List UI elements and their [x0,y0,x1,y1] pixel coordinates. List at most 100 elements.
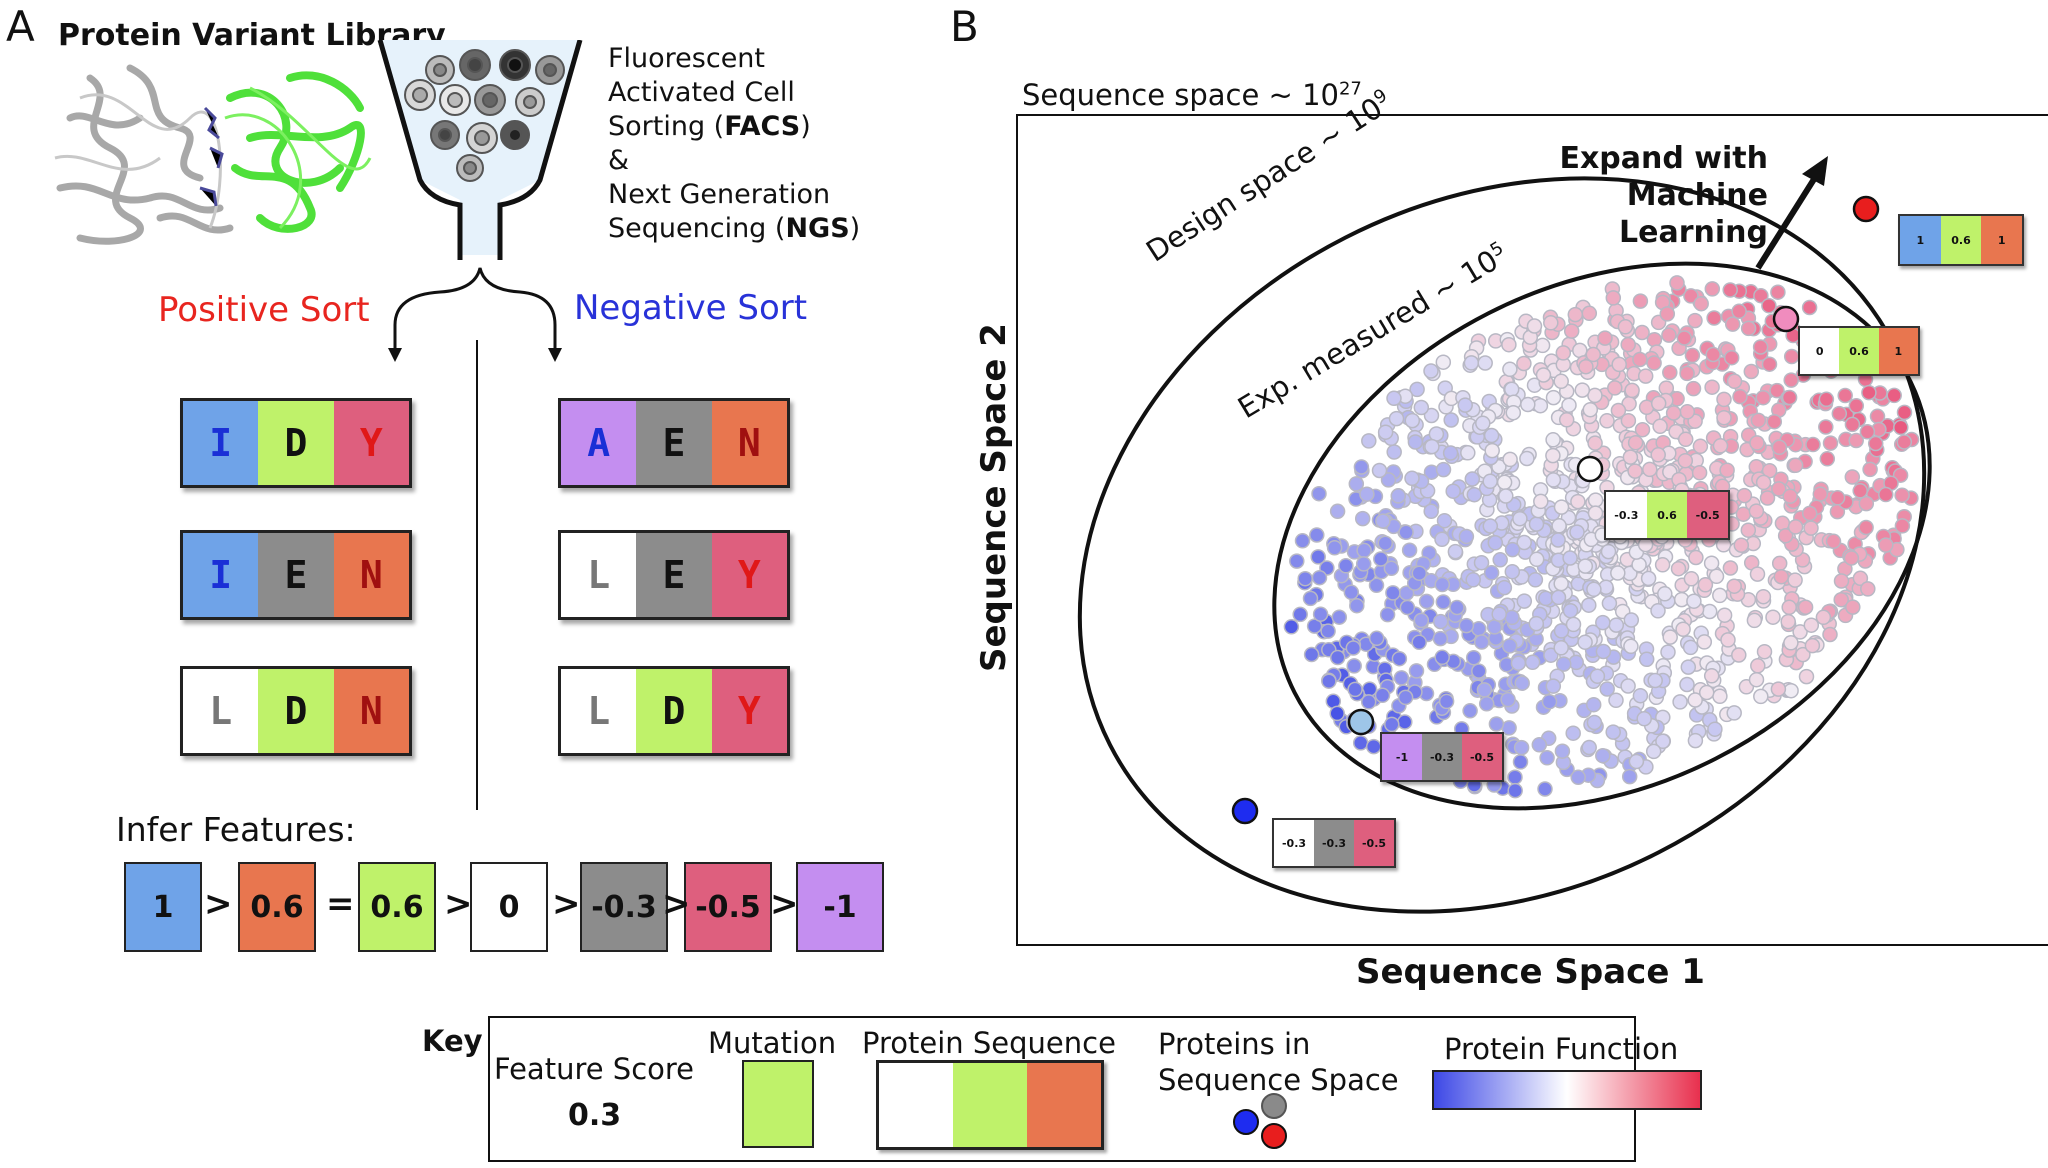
protein-point [1383,560,1400,577]
protein-point [1659,306,1676,322]
protein-point [1632,687,1649,704]
expand-arrow [1755,174,1819,270]
protein-point [1443,412,1459,428]
protein-point [1399,599,1416,616]
protein-point [1608,617,1625,633]
protein-point [1749,566,1766,582]
positive-sort-label: Positive Sort [158,290,370,330]
protein-point [1712,587,1728,604]
sequence-space-frame [1016,114,2048,946]
protein-point [1736,487,1753,504]
protein-point [1578,358,1594,375]
protein-point [1502,361,1518,378]
protein-point [1642,461,1658,478]
protein-point [1535,367,1552,383]
protein-point [1404,412,1421,429]
x-axis-label: Sequence Space 1 [1356,952,1705,992]
protein-point [1716,607,1733,623]
protein-point [1787,519,1804,535]
protein-point [1732,388,1748,405]
highlight-protein-white [1576,455,1604,483]
protein-point [1476,682,1493,698]
protein-point [1347,681,1363,698]
protein-point [1676,330,1693,346]
protein-point [1848,398,1865,414]
protein-point [1498,488,1514,504]
key-protein-dots [1233,1093,1287,1149]
protein-point [1698,684,1715,701]
protein-point [1413,612,1430,629]
feature-score-box: 0.6 [358,862,436,952]
protein-point [1531,737,1548,753]
protein-point [1524,654,1541,671]
protein-point [1373,551,1389,567]
y-axis-label: Sequence Space 2 [974,323,1014,672]
protein-point [1600,543,1617,560]
protein-point [1819,451,1836,467]
protein-point [1712,438,1729,454]
protein-point [1647,672,1663,689]
protein-point [1483,565,1500,581]
key-title: Key [422,1024,483,1058]
protein-point [1743,363,1760,380]
residue-Y: Y [711,533,787,617]
protein-point [1716,391,1732,408]
protein-point [1780,613,1796,630]
protein-point [1374,687,1391,704]
key-feature-score-value: 0.3 [568,1098,622,1133]
protein-point [1607,380,1623,396]
protein-point [1434,531,1450,548]
protein-point [1505,404,1522,421]
protein-point [1504,541,1521,558]
protein-point [1423,363,1439,379]
protein-point [1646,355,1662,371]
protein-point [1843,550,1860,566]
mini-feature-score: 0.6 [1940,216,1982,264]
protein-point [1581,597,1597,613]
protein-point [1833,573,1850,589]
protein-point [1562,602,1579,619]
protein-point [1769,382,1785,399]
protein-point [1432,630,1449,647]
protein-point [1833,591,1849,608]
protein-point [1483,427,1500,444]
protein-point [1684,347,1701,364]
protein-point [1352,735,1369,751]
protein-point [1528,615,1545,632]
protein-point [1409,381,1425,398]
sorting-line-5: Next Generation [608,179,831,210]
expand-ml-label: Expand with Machine Learning [1559,141,1768,250]
protein-point [1292,606,1308,623]
protein-point [1377,535,1394,551]
sorting-line-2: Activated Cell [608,77,795,108]
mini-feature-score: -0.5 [1687,492,1729,538]
protein-point [1803,520,1819,536]
protein-point [1722,282,1738,298]
sorting-line-6: Sequencing (NGS) [608,213,861,244]
protein-point [1797,599,1814,615]
protein-point [1595,614,1611,631]
protein-point [1705,346,1721,363]
protein-point [1516,593,1533,609]
protein-point [1338,558,1354,574]
protein-point [1397,689,1414,706]
protein-point [1858,519,1874,536]
expand-arrow-head [1802,156,1828,186]
protein-point [1704,379,1720,395]
protein-point [1553,623,1570,639]
protein-point [1677,431,1694,448]
protein-point [1539,750,1555,766]
mini-feature-score: 1 [1900,216,1941,264]
protein-point [1731,303,1747,320]
protein-point [1346,658,1362,674]
protein-point [1679,676,1695,693]
sequence-space-label: Sequence space ~ 1027 [1022,78,1362,112]
protein-point [1646,331,1663,348]
protein-point [1815,609,1832,626]
protein-point [1587,435,1603,451]
protein-point [1329,503,1346,520]
protein-point [1726,705,1742,721]
protein-point [1792,624,1808,640]
protein-point [1384,716,1400,733]
